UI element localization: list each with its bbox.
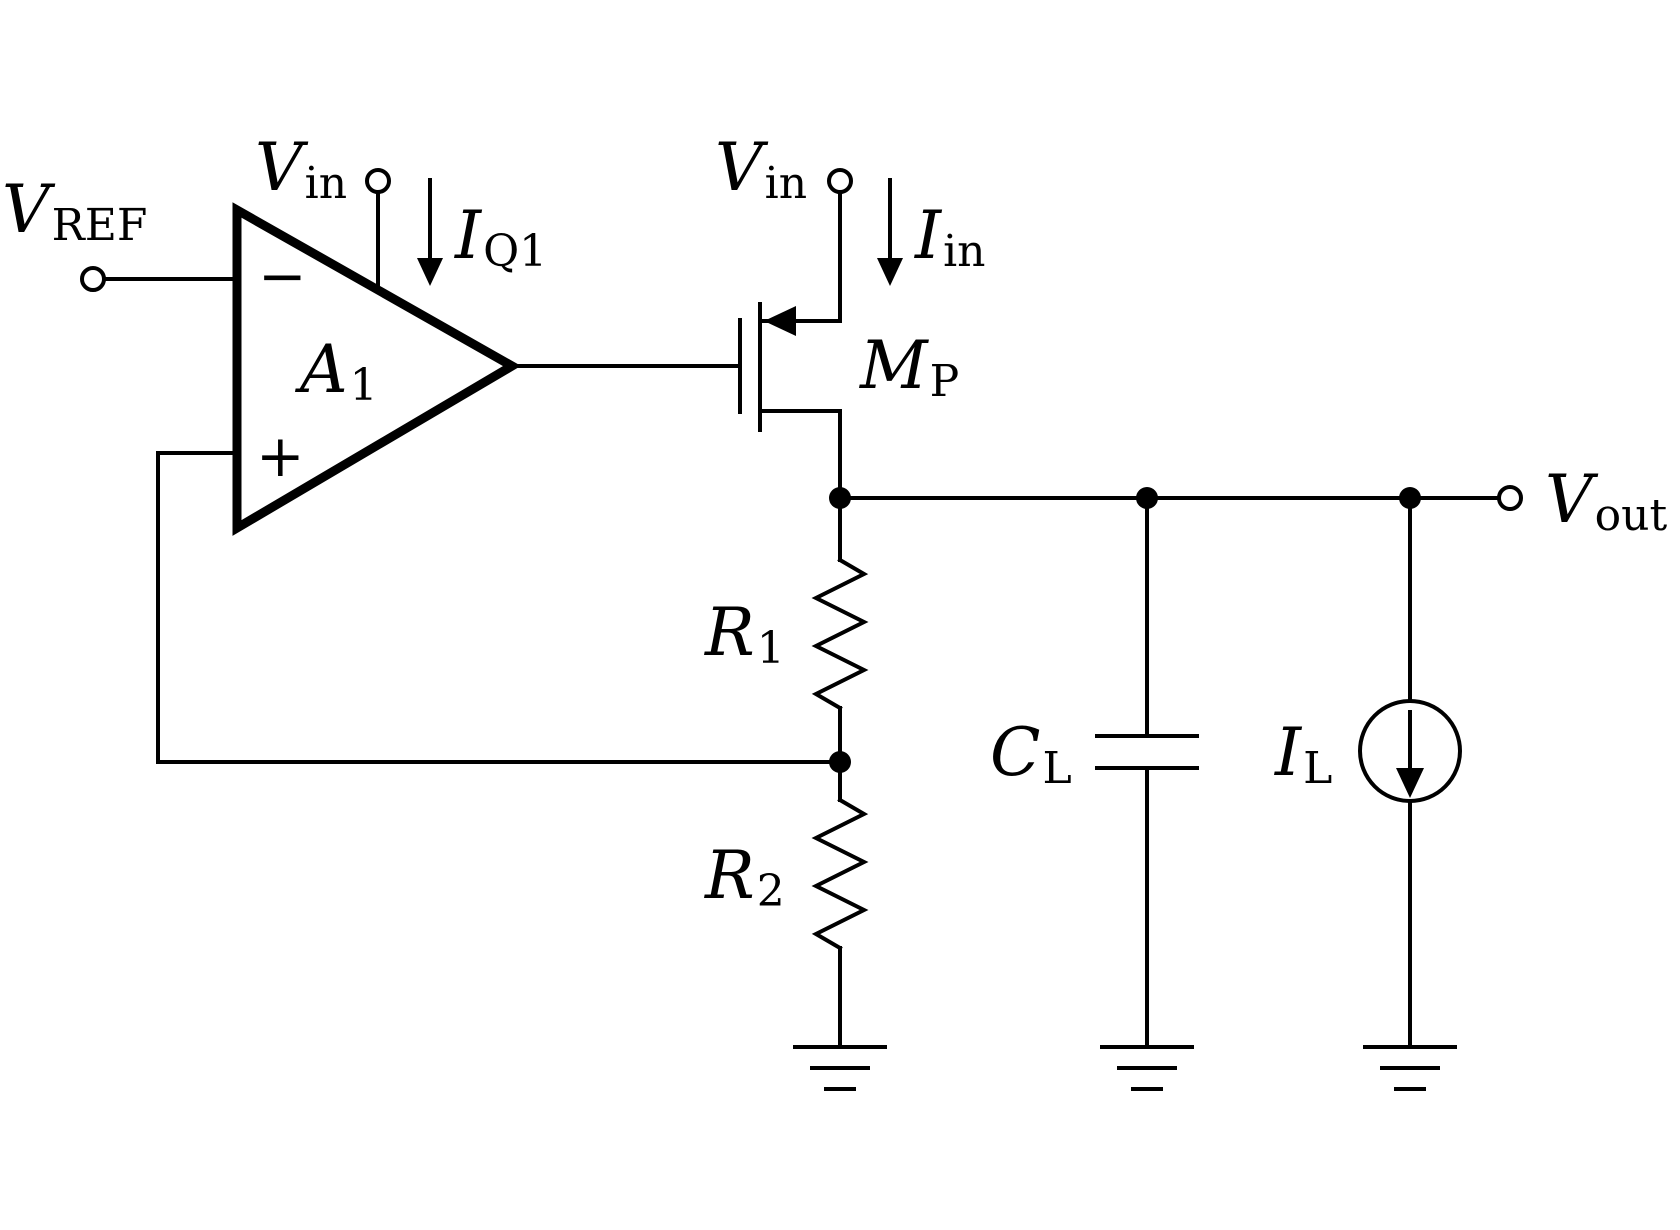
mp-source-arrow xyxy=(764,306,796,336)
r1-label: R1 xyxy=(704,594,785,674)
r1-resistor xyxy=(811,557,869,711)
opamp-a1-label: A1 xyxy=(294,331,378,411)
mp-vin-label: Vin xyxy=(715,129,807,209)
vout-label: Vout xyxy=(1545,461,1668,541)
opamp-a1 xyxy=(232,202,521,536)
r2-label: R2 xyxy=(704,837,785,917)
cl-label: CL xyxy=(990,714,1072,794)
iq1-label: IQ1 xyxy=(454,197,547,277)
iq1-arrow-head xyxy=(417,258,443,286)
opamp-vin-label: Vin xyxy=(255,129,347,209)
ground-icon xyxy=(793,1045,887,1091)
il-label: IL xyxy=(1274,714,1332,794)
opamp-plus-sign: + xyxy=(256,422,305,490)
opamp-minus-sign: − xyxy=(258,242,307,310)
vout-terminal xyxy=(1497,485,1523,511)
il-arrow-head xyxy=(1396,768,1424,798)
vref-label: VREF xyxy=(2,171,147,251)
feedback-wire xyxy=(156,451,842,764)
opamp-vin-terminal xyxy=(365,168,391,194)
iin-label: Iin xyxy=(914,197,986,277)
ground-icon xyxy=(1100,1045,1194,1091)
iin-arrow-head xyxy=(877,258,903,286)
r2-resistor xyxy=(811,797,869,951)
vref-terminal xyxy=(80,266,106,292)
mp-label: MP xyxy=(859,327,959,407)
mp-vin-terminal xyxy=(827,168,853,194)
ground-icon xyxy=(1363,1045,1457,1091)
